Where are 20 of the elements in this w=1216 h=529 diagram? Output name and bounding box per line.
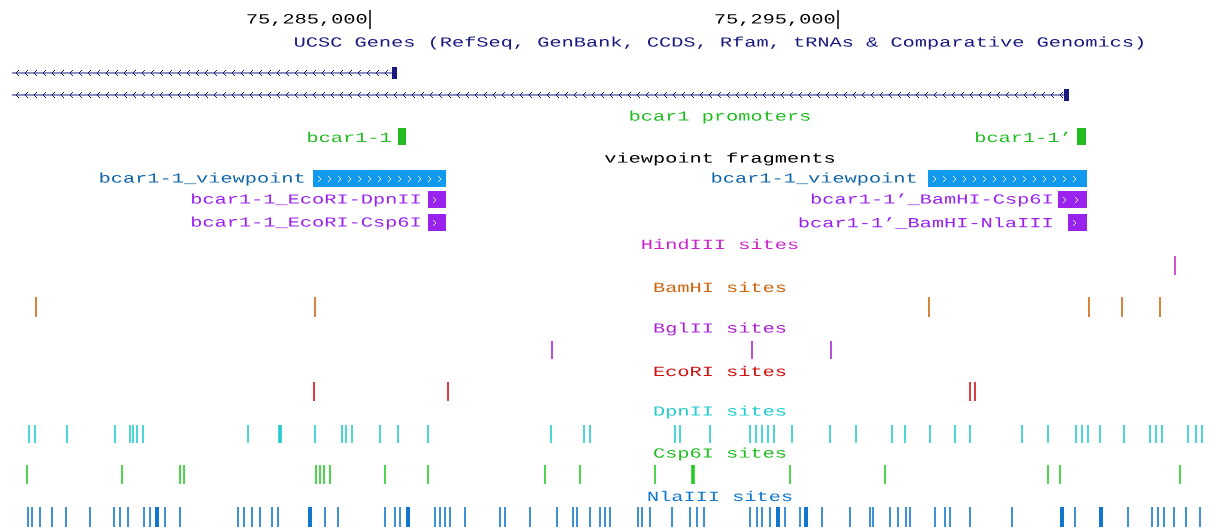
feature-label: bcar1-1_EcoRI-Csp6I: [192, 216, 420, 230]
coordinate-label: 75,285,000: [247, 14, 367, 26]
feature-label: bcar1-1’_BamHI-Csp6I: [811, 193, 1052, 207]
feature-label: bcar1-1_viewpoint: [712, 172, 916, 186]
track-title: BglII sites: [654, 322, 786, 336]
track-title: bcar1 promoters: [630, 110, 810, 124]
feature-label: bcar1-1’_BamHI-NlaIII: [799, 217, 1052, 229]
feature-label: bcar1-1_viewpoint: [100, 172, 304, 186]
track-title: DpnII sites: [654, 405, 786, 419]
coordinate-label: 75,295,000: [715, 14, 835, 26]
feature-label: bcar1-1’: [976, 131, 1068, 143]
track-title: UCSC Genes (RefSeq, GenBank, CCDS, Rfam, tRNAs & Comparative Genomics): [295, 36, 1143, 50]
track-title: viewpoint fragments: [604, 152, 834, 166]
feature-label: bcar1-1_EcoRI-DpnII: [192, 193, 420, 207]
track-title: BamHI sites: [654, 281, 786, 293]
track-title: EcoRI sites: [654, 365, 786, 377]
track-title: NlaIII sites: [648, 490, 792, 502]
track-title: HindIII sites: [642, 238, 798, 250]
track-title: Csp6I sites: [654, 447, 786, 461]
feature-label: bcar1-1: [308, 131, 391, 143]
